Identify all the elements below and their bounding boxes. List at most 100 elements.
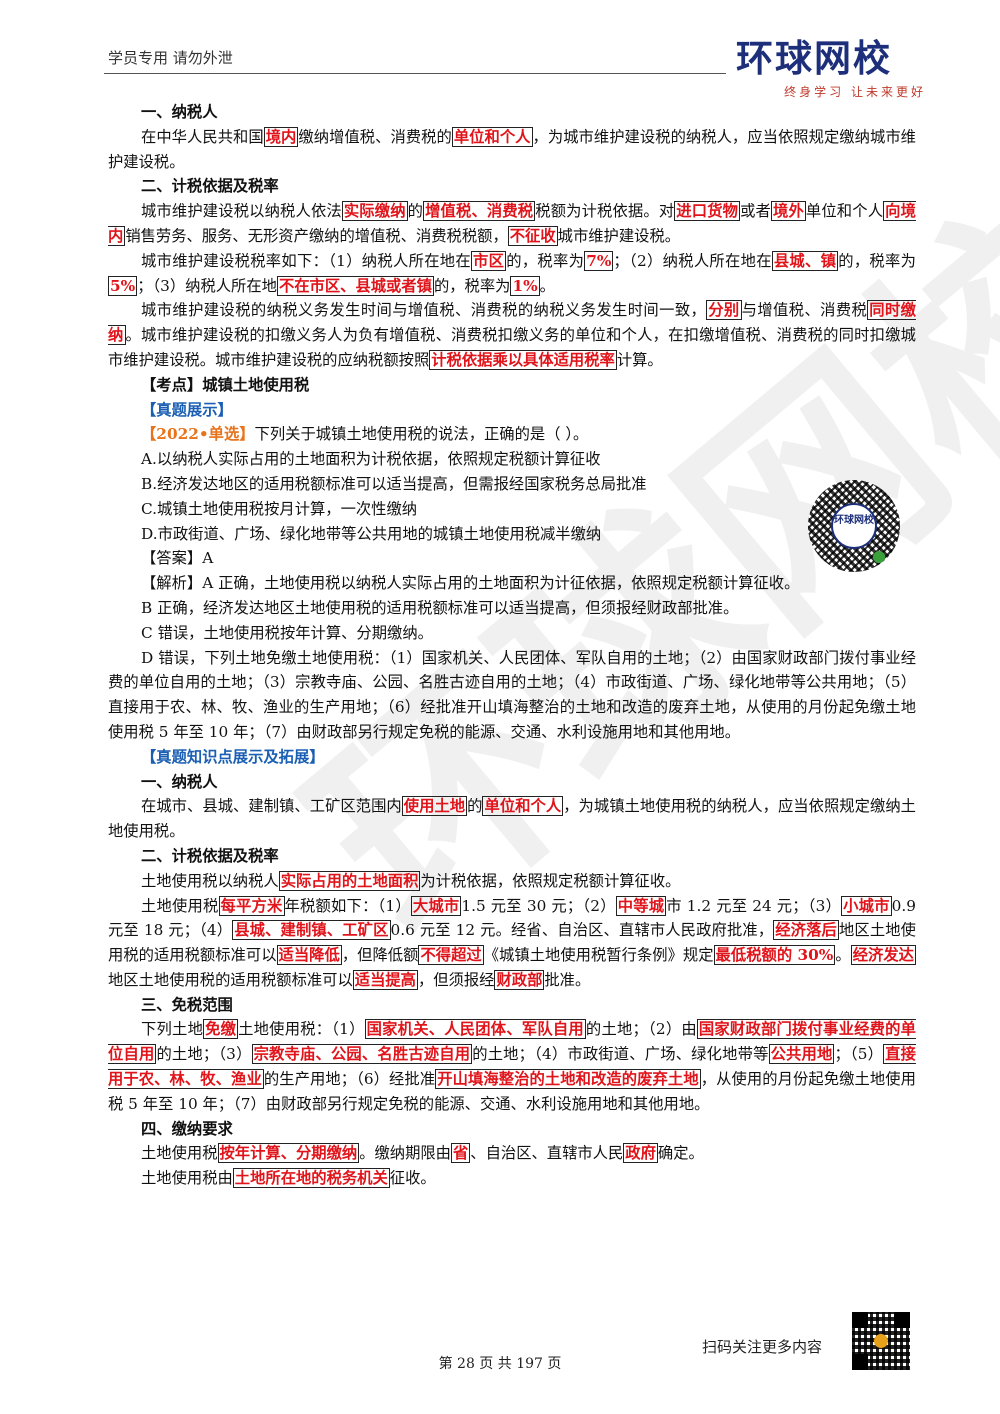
paragraph: 城市维护建设税税率如下：（1）纳税人所在地在市区 的，税率为 7%；（2）纳税人所在… xyxy=(108,249,916,299)
text-run: ，为城镇土地使用税的纳税人，应当依照规定缴纳土地使用税。 xyxy=(108,797,916,841)
text-run: 为计税依据，依照规定税额计算征收。 xyxy=(420,871,681,890)
text-run: 0.6 元至 12 元。经省、自治区、直辖市人民政府批准， xyxy=(390,921,774,940)
section-heading: 一、纳税人 xyxy=(141,772,218,791)
text-run: 土地使用税以纳税人 xyxy=(141,871,279,890)
document-body: 一、纳税人 在中华人民共和国境内缴纳增值税、消费税的单位和个人，为城市维护建设税… xyxy=(108,100,916,1191)
text-run: 土地使用税 xyxy=(141,1144,218,1163)
text-run: 。 xyxy=(835,946,851,965)
text-run: 地区土地使用税的适用税额标准可以 xyxy=(108,970,353,989)
header-note: 学员专用 请勿外泄 xyxy=(108,49,233,67)
answer: 【答案】A xyxy=(141,549,214,568)
key-term: 按年计算、分期缴纳 xyxy=(217,1143,360,1164)
text-run: ，为城市维护建设税的纳税人，应当依照规定缴纳城市维护建设税。 xyxy=(108,127,916,171)
text-run: 的土地；（2）由 xyxy=(585,1020,697,1039)
paragraph: 土地使用税以纳税人实际占用的土地面积为计税依据，依照规定税额计算征收。 xyxy=(108,869,916,894)
text-run: 的，税率为 xyxy=(838,251,916,270)
text-run: 城市维护建设税税率如下：（1）纳税人所在地在 xyxy=(141,251,472,270)
text-run: 市 1.2 元至 24 元；（3） xyxy=(666,896,842,915)
text-run: 、自治区、直辖市人民 xyxy=(470,1144,624,1163)
option-b: B.经济发达地区的适用税额标准可以适当提高，但需报经国家税务总局批准 xyxy=(141,474,647,493)
text-run: ，但须报经 xyxy=(417,970,495,989)
text-run: 确定。 xyxy=(657,1144,704,1163)
key-term: 开山填海整治的土地和改造的废弃土地 xyxy=(435,1069,701,1090)
key-term: 市区 xyxy=(471,250,507,271)
key-term: 向境内 xyxy=(108,201,916,246)
key-term: 同时缴纳 xyxy=(108,300,916,346)
kaodian-heading: 【考点】城镇土地使用税 xyxy=(141,375,310,394)
text-run: 或者 xyxy=(740,202,771,221)
key-term: 计税依据乘以具体适用税率 xyxy=(429,349,617,370)
text-run: 城市维护建设税。 xyxy=(557,226,681,245)
text-run: 计算。 xyxy=(616,350,663,369)
paragraph: 在城市、县城、建制镇、工矿区范围内使用土地的单位和个人，为城镇土地使用税的纳税人… xyxy=(108,794,916,844)
header-rule xyxy=(104,73,726,74)
key-term: 7% xyxy=(584,250,614,271)
key-term: 实际占用的土地面积 xyxy=(278,870,421,891)
section-heading: 二、计税依据及税率 xyxy=(141,846,279,865)
key-term: 土地所在地的税务机关 xyxy=(232,1168,390,1189)
text-run: 地区土地使用税的适用税额标准可以 xyxy=(108,921,916,965)
qr-center-icon xyxy=(874,1334,888,1348)
section-heading: 四、缴纳要求 xyxy=(141,1119,233,1138)
paragraph: 下列土地免缴土地使用税：（1）国家机关、人民团体、军队自用的土地；（2）由国家财… xyxy=(108,1017,916,1116)
text-run: ，从使用的月份起免缴土地使用税 5 年至 10 年；（7）由财政部另行规定免税的… xyxy=(108,1070,916,1113)
paragraph: 土地使用税由土地所在地的税务机关征收。 xyxy=(108,1166,916,1191)
text-run: 城市维护建设税以纳税人依法 xyxy=(141,202,342,221)
text-run: 的土地；（3） xyxy=(156,1045,252,1064)
key-term: 进口货物 xyxy=(674,201,741,222)
key-term: 小城市 xyxy=(841,895,892,916)
key-term: 中等城 xyxy=(615,895,667,916)
text-run: 城市维护建设税的纳税义务发生时间与增值税、消费税的纳税义务发生时间一致， xyxy=(141,301,707,320)
logo-slogan: 终身学习 让未来更好 xyxy=(784,85,926,99)
text-run: ；（5） xyxy=(834,1045,884,1064)
key-term: 最低税额的 30% xyxy=(713,945,836,966)
text-run: 的生产用地；（6）经批准 xyxy=(263,1070,436,1089)
section-heading: 三、免税范围 xyxy=(141,995,233,1014)
key-term: 经济发达 xyxy=(850,945,916,966)
key-term: 增值税、消费税 xyxy=(423,201,536,222)
key-term: 1% xyxy=(510,275,540,296)
key-term: 不在市区、县城或者镇 xyxy=(276,275,434,296)
text-run: ，但降低额 xyxy=(341,946,419,965)
text-run: 在城市、县城、建制镇、工矿区范围内 xyxy=(141,797,402,816)
key-term: 免缴 xyxy=(203,1019,239,1040)
text-run: 的 xyxy=(467,797,483,816)
analysis-line: B 正确，经济发达地区土地使用税的适用税额标准可以适当提高，但须报经财政部批准。 xyxy=(141,598,739,617)
text-run: ；（3）纳税人所在地 xyxy=(137,276,277,295)
text-run: 的 xyxy=(407,202,424,221)
key-term: 县城、建制镇、工矿区 xyxy=(232,920,391,941)
footer-scan-text: 扫码关注更多内容 xyxy=(702,1338,823,1356)
page-number: 第 28 页 共 197 页 xyxy=(438,1356,562,1372)
analysis-line: D 错误，下列土地免缴土地使用税：（1）国家机关、人民团体、军队自用的土地；（2… xyxy=(108,648,916,741)
paragraph: 在中华人民共和国境内缴纳增值税、消费税的单位和个人，为城市维护建设税的纳税人，应… xyxy=(108,125,916,175)
question-text: 下列关于城镇土地使用税的说法，正确的是（ ）。 xyxy=(254,425,589,444)
text-run: 年税额如下：（1） xyxy=(284,896,411,915)
key-term: 直接用于农、林、牧、渔业 xyxy=(108,1044,916,1090)
text-run: 下列土地 xyxy=(141,1020,204,1039)
text-run: 土地使用税由 xyxy=(141,1169,233,1188)
key-term: 国家机关、人民团体、军队自用 xyxy=(364,1019,586,1040)
question-stem: 【2022•单选】下列关于城镇土地使用税的说法，正确的是（ ）。 xyxy=(108,422,916,447)
text-run: 0.9 元至 18 元；（4） xyxy=(108,896,916,940)
text-run: 《城镇土地使用税暂行条例》规定 xyxy=(483,946,714,965)
text-run: ；（2）纳税人所在地在 xyxy=(613,251,772,270)
question-tag: 【2022•单选】 xyxy=(141,425,255,444)
text-run: 与增值税、消费税 xyxy=(741,301,868,320)
wechat-mini-icon xyxy=(873,551,885,563)
text-run: 。缴纳期限由 xyxy=(359,1144,451,1163)
key-term: 每平方米 xyxy=(218,895,285,916)
key-term: 境外 xyxy=(771,201,806,222)
text-run: 土地使用税：（1） xyxy=(238,1020,365,1039)
zhenti-label: 【真题展示】 xyxy=(141,400,233,419)
paragraph: 城市维护建设税的纳税义务发生时间与增值税、消费税的纳税义务发生时间一致，分别与增… xyxy=(108,298,916,372)
key-term: 单位和个人 xyxy=(482,796,564,817)
key-term: 宗教寺庙、公园、名胜古迹自用 xyxy=(251,1044,473,1065)
text-run: 单位和个人 xyxy=(805,202,884,221)
key-term: 公共用地 xyxy=(768,1044,835,1065)
brand-logo: 环球网校 终身学习 让未来更好 xyxy=(736,38,926,100)
key-term: 国家财政部门拨付事业经费的单位自用 xyxy=(108,1019,916,1065)
logo-name: 环球网校 xyxy=(736,37,892,80)
key-term: 使用土地 xyxy=(401,796,468,817)
key-term: 财政部 xyxy=(494,969,545,990)
